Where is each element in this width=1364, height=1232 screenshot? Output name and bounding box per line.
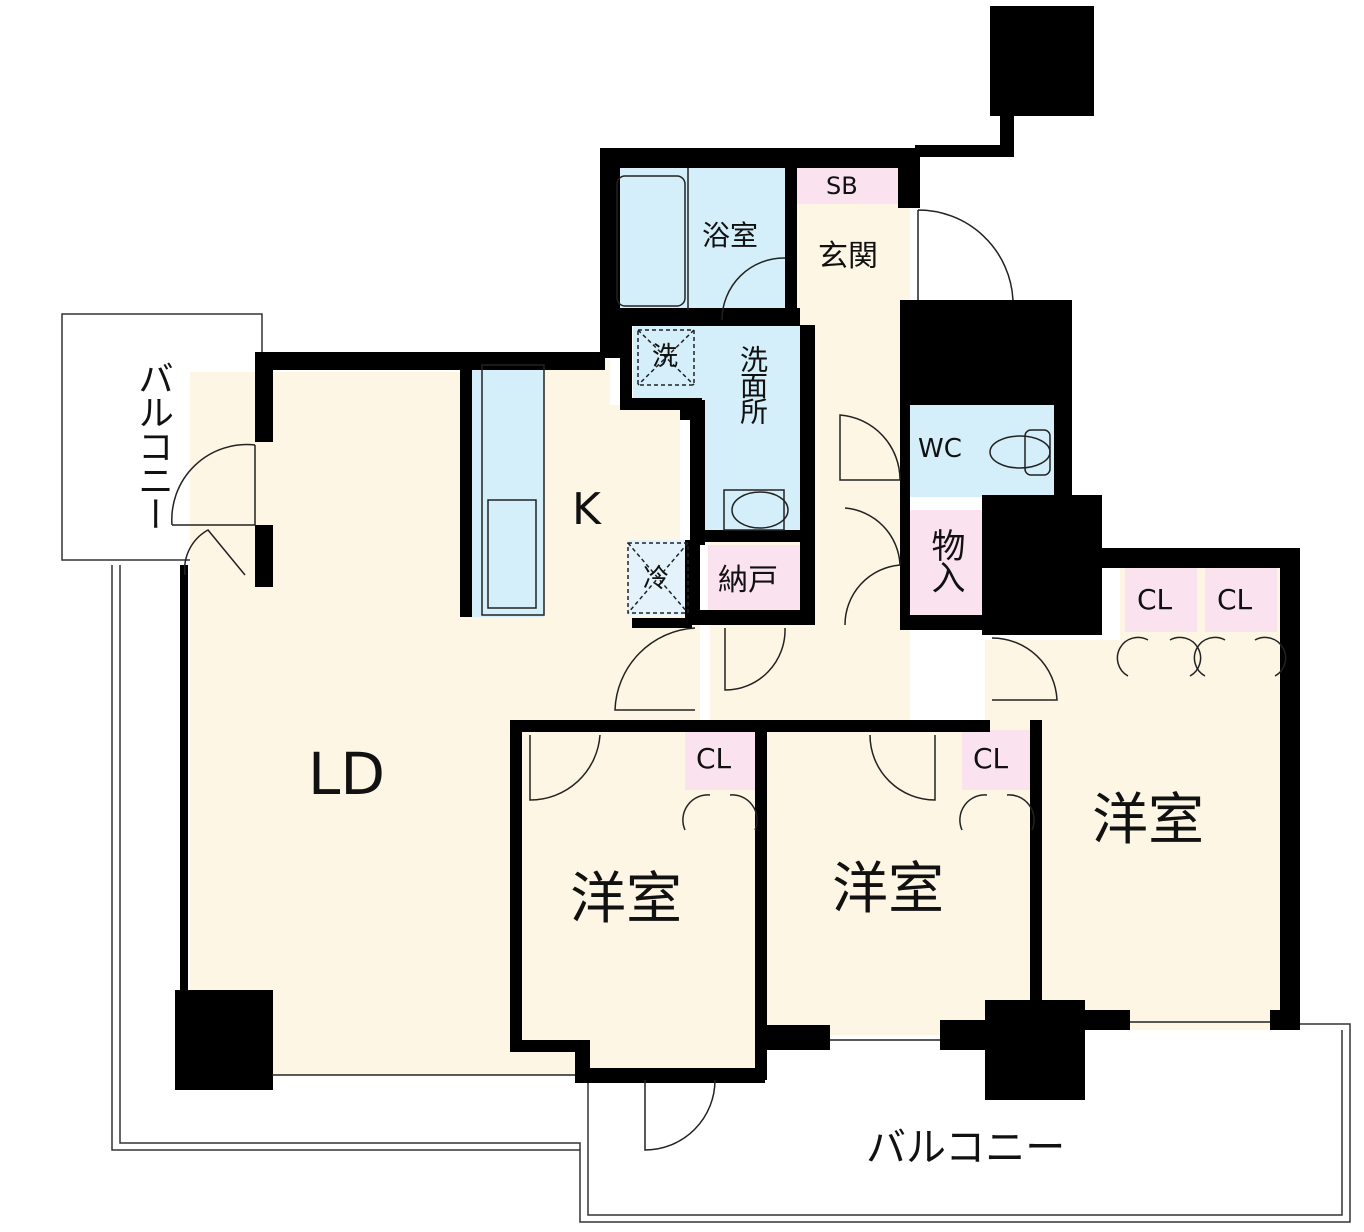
room-label-shoe-box: SB [826, 172, 858, 200]
room-label-western-3: 洋室 [1092, 788, 1204, 853]
room-label-western-1: 洋室 [570, 867, 682, 932]
room-label-bath: 浴室 [702, 219, 759, 252]
room-label-closet-storage: 物入 [925, 528, 965, 592]
room-label-closet-3a: CL [1137, 583, 1173, 616]
fixtures [171, 168, 1287, 1151]
storage-areas [685, 168, 1277, 790]
room-label-fridge: 冷 [643, 564, 670, 594]
room-label-washer: 洗 [652, 342, 679, 372]
balcony-label-south: バルコニー [866, 1125, 1066, 1171]
room-label-kitchen: K [572, 484, 601, 535]
room-label-washroom: 洗面所 [736, 345, 769, 423]
walls [175, 6, 1300, 1100]
room-label-closet-1: CL [696, 742, 732, 775]
room-label-ld: LD [308, 740, 385, 808]
room-label-western-2: 洋室 [832, 857, 944, 922]
room-label-closet-3b: CL [1217, 583, 1253, 616]
room-label-storeroom: 納戸 [718, 563, 778, 598]
balcony-label-side: バルコニー [132, 360, 173, 530]
room-label-closet-2: CL [973, 742, 1009, 775]
wet-areas [472, 168, 1054, 617]
room-label-toilet: WC [918, 434, 962, 464]
room-label-entrance: 玄関 [818, 239, 878, 274]
